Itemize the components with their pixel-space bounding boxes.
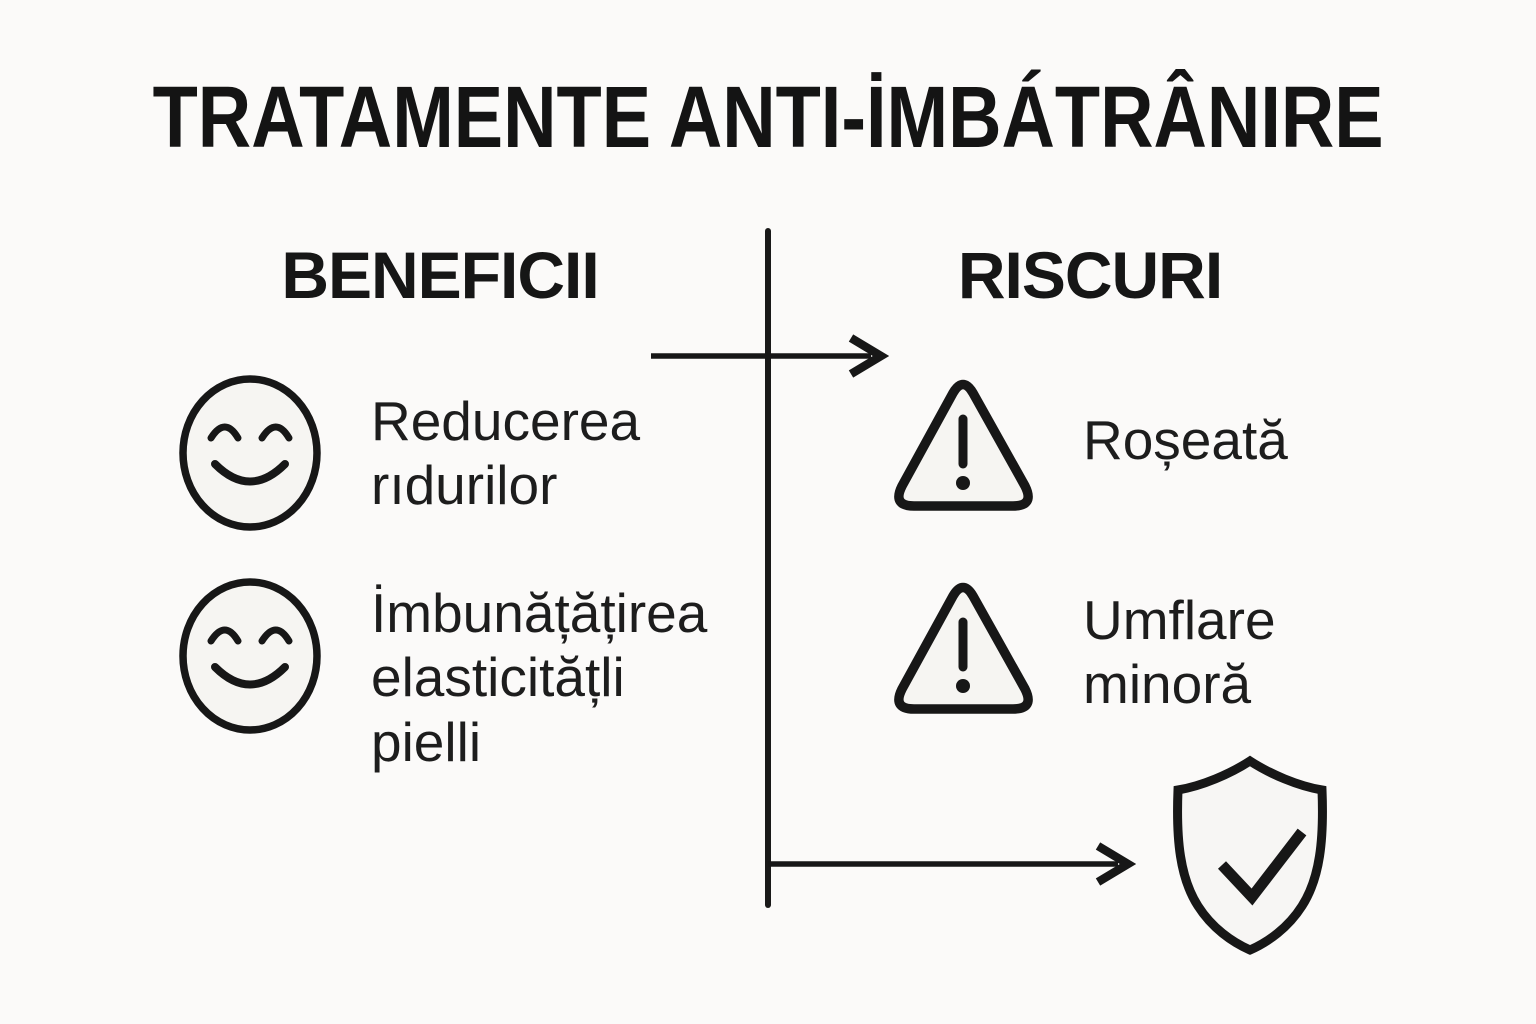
smiley-face-icon xyxy=(179,578,321,734)
warning-triangle-icon xyxy=(894,379,1033,511)
column-divider-line xyxy=(765,228,771,908)
risks-column-header: RISCURI xyxy=(957,238,1223,312)
risk-item-text: Roșeată xyxy=(1083,409,1288,471)
benefit-item-text: Reducerea rıdurilor xyxy=(371,390,641,517)
risk-item-text: Umflare minoră xyxy=(1083,589,1276,716)
smiley-face-icon xyxy=(179,375,321,531)
page-title: TRATAMENTE ANTI-İMBÁTRÂNIRE xyxy=(0,74,1536,161)
page-title-text: TRATAMENTE ANTI-İMBÁTRÂNIRE xyxy=(152,69,1384,166)
divider-to-shield-arrow-icon xyxy=(768,842,1136,886)
warning-triangle-icon xyxy=(894,582,1033,714)
benefits-column-header: BENEFICII xyxy=(281,238,599,312)
shield-check-icon xyxy=(1173,755,1327,955)
benefits-to-risks-arrow-icon xyxy=(651,334,889,378)
benefit-item-text: İmbunățățirea elasticitățli pielli xyxy=(371,582,708,773)
